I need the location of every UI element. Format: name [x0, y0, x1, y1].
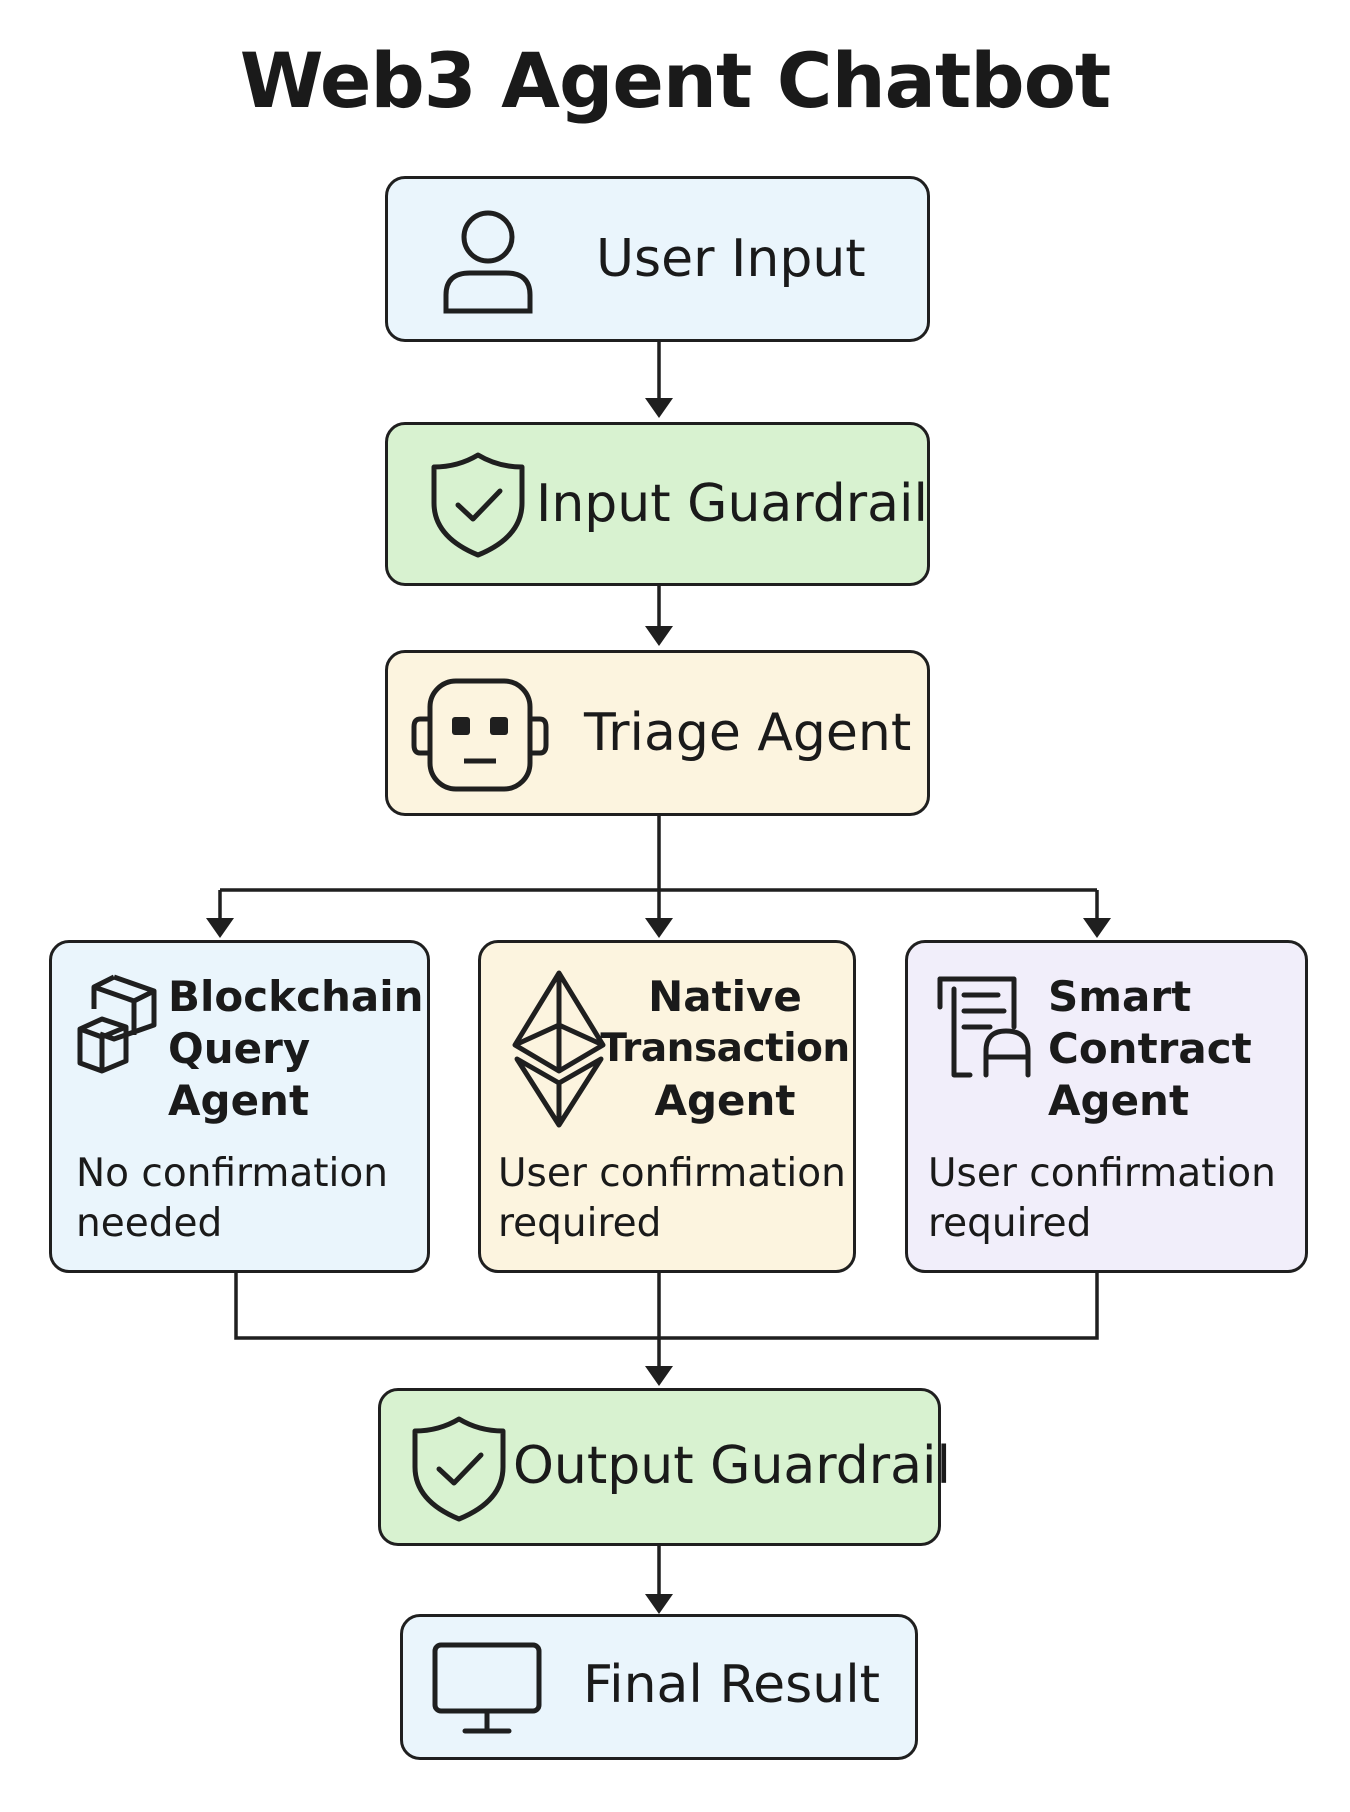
agent-title: Smart Contract Agent: [1048, 972, 1252, 1125]
node-native-transaction-agent: Native Transaction Agent User confirmati…: [478, 940, 856, 1273]
shield-check-icon: [431, 452, 525, 558]
node-output-guardrail: Output Guardrail: [378, 1388, 951, 1546]
node-input-guardrail: Input Guardrail: [385, 422, 930, 586]
contract-icon: [937, 976, 1031, 1078]
agent-note: No confirmation needed: [76, 1151, 388, 1246]
node-label: Final Result: [583, 1655, 881, 1715]
agent-note: User confirmation required: [498, 1151, 846, 1246]
node-triage-agent: Triage Agent: [385, 650, 930, 816]
ethereum-icon: [512, 970, 606, 1128]
node-label: Output Guardrail: [513, 1436, 951, 1496]
node-user-input: User Input: [385, 176, 930, 342]
node-final-result: Final Result: [400, 1614, 918, 1760]
arrow-agents-to-output-guardrail: [234, 1273, 1099, 1366]
agent-title: Blockchain Query Agent: [168, 972, 424, 1125]
arrow-triage-to-agents: [218, 816, 1099, 920]
monitor-icon: [432, 1642, 542, 1734]
robot-icon: [411, 678, 549, 792]
diagram-title: Web3 Agent Chatbot: [239, 36, 1112, 125]
node-blockchain-query-agent: Blockchain Query Agent No confirmation n…: [49, 940, 430, 1273]
user-icon: [443, 210, 533, 314]
shield-check-icon: [412, 1416, 506, 1522]
blocks-icon: [77, 974, 157, 1074]
agent-title: Native Transaction Agent: [600, 972, 850, 1125]
node-label: Input Guardrail: [536, 474, 928, 534]
agent-note: User confirmation required: [928, 1151, 1276, 1246]
node-label: User Input: [596, 229, 866, 289]
node-label: Triage Agent: [584, 703, 912, 763]
node-smart-contract-agent: Smart Contract Agent User confirmation r…: [905, 940, 1308, 1273]
